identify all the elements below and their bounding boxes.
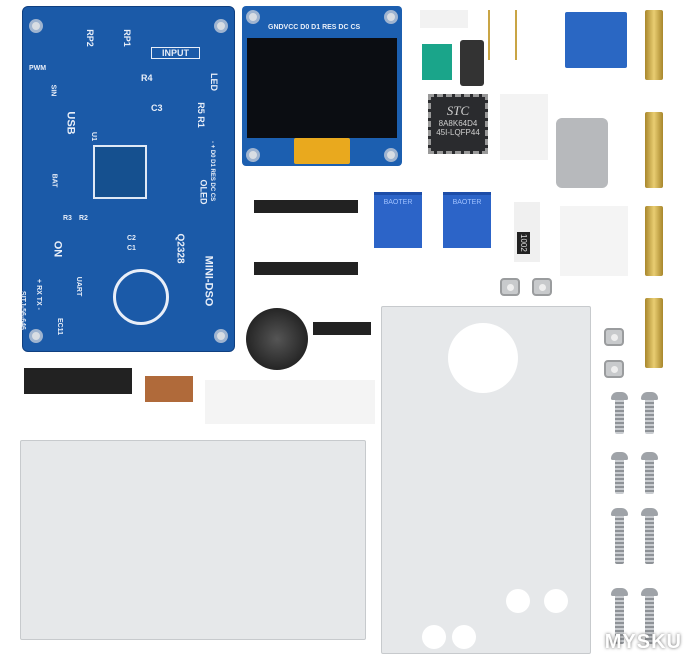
- silk-r1: R1: [195, 116, 206, 128]
- silk-c3: C3: [151, 103, 163, 113]
- screw: [611, 508, 628, 564]
- pin-header: [313, 322, 371, 335]
- trimmer-label: BAOTER: [452, 199, 482, 206]
- screw: [611, 588, 628, 644]
- hex-nut: [500, 278, 520, 296]
- silk-uart: UART: [75, 276, 83, 297]
- resistor-code: 1002: [517, 232, 530, 254]
- screw: [641, 508, 658, 564]
- cutout: [506, 589, 530, 613]
- mcu-footprint: [93, 145, 147, 199]
- silk-sin: SIN: [49, 84, 57, 97]
- smd-capacitor-strip: [500, 94, 548, 160]
- screw: [641, 588, 658, 644]
- encoder-footprint: [113, 269, 169, 325]
- silk-on: ON: [51, 240, 64, 258]
- capacitor-tape: [205, 380, 375, 424]
- brass-standoff: [645, 10, 663, 80]
- resistor-tape: 1002: [514, 202, 540, 262]
- screw-terminal: [565, 12, 627, 68]
- silk-oled-pins: - + D0 D1 RES DC CS: [209, 141, 215, 202]
- pin-header: [254, 262, 358, 275]
- mounting-hole: [29, 19, 43, 33]
- silk-c2: C2: [127, 235, 136, 242]
- brass-standoff: [645, 112, 663, 188]
- inductor: [422, 44, 452, 80]
- screw: [641, 452, 658, 494]
- slide-switch: [145, 376, 193, 402]
- brass-standoff: [645, 206, 663, 276]
- mounting-hole: [384, 148, 398, 162]
- pin-header: [254, 200, 358, 213]
- hex-nut: [604, 360, 624, 378]
- silk-q2328: Q2328: [174, 233, 186, 264]
- chip-part: 8A8K64D4: [438, 119, 478, 128]
- silk-input: INPUT: [151, 47, 200, 59]
- female-header: [24, 368, 132, 394]
- silk-r2: R2: [79, 215, 88, 222]
- mounting-hole: [246, 10, 260, 24]
- oled-screen: [247, 38, 397, 138]
- encoder-knob: [246, 308, 308, 370]
- silk-r3: R3: [63, 215, 72, 222]
- hex-nut: [604, 328, 624, 346]
- mounting-hole: [246, 148, 260, 162]
- crystal-led: [488, 10, 502, 60]
- oled-pin-labels: GNDVCC D0 D1 RES DC CS: [268, 24, 361, 31]
- watermark: MYSKU: [604, 631, 682, 653]
- silk-oled: OLED: [198, 179, 209, 205]
- silk-bat: BAT: [50, 173, 58, 188]
- screw: [641, 392, 658, 434]
- cutout: [452, 625, 476, 649]
- silk-u1: U1: [89, 132, 97, 141]
- hex-nut: [532, 278, 552, 296]
- crystal-led: [515, 10, 529, 60]
- stc-mcu-chip: STC 8A8K64D4 45I-LQFP44: [428, 94, 488, 154]
- encoder-cutout: [448, 323, 518, 393]
- trimmer-potentiometer: BAOTER: [374, 192, 422, 248]
- silk-switch-part: SITJ-56-646: [18, 291, 26, 330]
- oled-display-module: GNDVCC D0 D1 RES DC CS: [242, 6, 402, 166]
- silk-usb: USB: [64, 111, 77, 135]
- silk-ec11: EC11: [56, 317, 64, 336]
- silk-c1: C1: [127, 245, 136, 252]
- silk-r5: R5: [195, 102, 206, 114]
- mini-dso-pcb: RP2 RP1 INPUT PWM SIN USB R4 LED C3 R5 R…: [18, 6, 235, 352]
- screw: [611, 452, 628, 494]
- mounting-hole: [214, 329, 228, 343]
- smd-resistor-strip: [420, 10, 468, 28]
- silk-led: LED: [209, 73, 219, 91]
- mounting-hole: [214, 19, 228, 33]
- trimmer-label: BAOTER: [383, 199, 413, 206]
- silk-rp1: RP1: [121, 29, 132, 47]
- mounting-hole: [384, 10, 398, 24]
- brass-standoff: [645, 298, 663, 368]
- trimmer-potentiometer: BAOTER: [443, 192, 491, 248]
- acrylic-bottom-panel: [20, 440, 366, 640]
- micro-usb-connector: [560, 206, 628, 276]
- silk-uart-pins: + RX TX -: [34, 279, 42, 310]
- cutout: [422, 625, 446, 649]
- silk-pwm: PWM: [29, 65, 47, 72]
- screw: [611, 392, 628, 434]
- chip-package: 45I-LQFP44: [436, 128, 480, 137]
- usb-connector: [460, 40, 484, 86]
- acrylic-top-panel: [381, 306, 591, 654]
- silk-rp2: RP2: [84, 29, 95, 47]
- cutout: [544, 589, 568, 613]
- silk-r4: R4: [141, 73, 153, 83]
- chip-brand: STC: [446, 103, 470, 118]
- rotary-encoder: [556, 118, 608, 188]
- mounting-hole: [29, 329, 43, 343]
- oled-flex-cable: [294, 138, 350, 164]
- silk-mini-dso: MINI-DSO: [202, 255, 215, 307]
